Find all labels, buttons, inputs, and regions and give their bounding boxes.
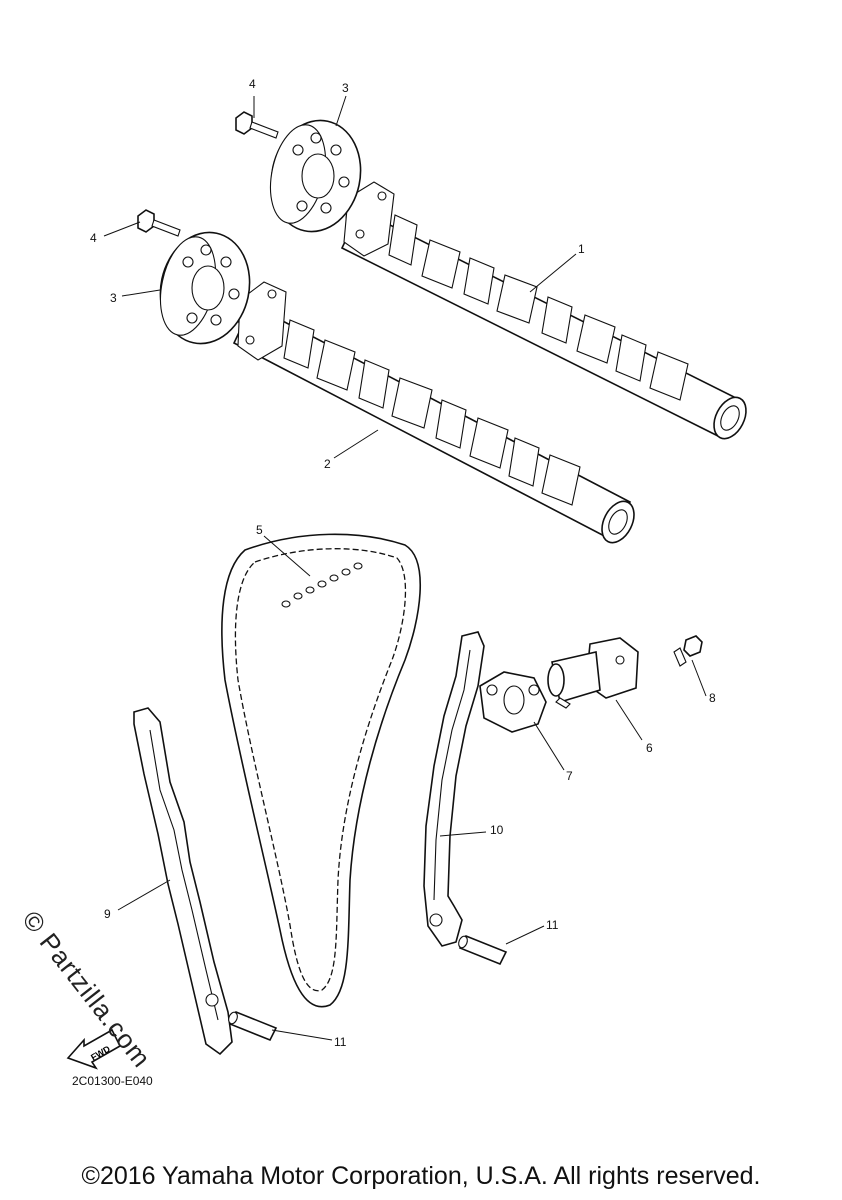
sprocket-bolt-upper	[235, 111, 279, 139]
guide-pin-left	[228, 1010, 278, 1042]
camshaft-1	[340, 181, 747, 440]
camshaft-2	[232, 281, 635, 544]
callout-11-right: 11	[546, 918, 559, 932]
guide-pin-right	[458, 934, 508, 966]
callout-6: 6	[646, 741, 653, 755]
callout-1: 1	[578, 242, 585, 256]
sprocket-bolt-lower	[137, 209, 181, 237]
callout-7: 7	[566, 769, 573, 783]
chain-tensioner	[547, 637, 639, 709]
leader-lines	[103, 95, 707, 1041]
chain-guide-9	[133, 707, 233, 1056]
sprocket-lower	[159, 231, 251, 345]
copyright-notice: ©2016 Yamaha Motor Corporation, U.S.A. A…	[81, 1162, 761, 1190]
callout-9: 9	[104, 907, 111, 921]
callout-2: 2	[324, 457, 331, 471]
callout-3-upper: 3	[342, 81, 349, 95]
callout-8: 8	[709, 691, 716, 705]
callout-11-left: 11	[334, 1035, 347, 1049]
timing-chain	[221, 533, 421, 1008]
diagram-code: 2C01300-E040	[72, 1074, 153, 1088]
callout-3-lower: 3	[110, 291, 117, 305]
tensioner-gasket	[479, 671, 547, 733]
callout-10: 10	[490, 823, 504, 837]
callout-4-upper: 4	[249, 77, 256, 91]
sprocket-upper	[269, 119, 362, 233]
tensioner-bolt	[673, 635, 703, 667]
callout-4-lower: 4	[90, 231, 97, 245]
chain-guide-10	[423, 631, 485, 947]
callout-5: 5	[256, 523, 263, 537]
